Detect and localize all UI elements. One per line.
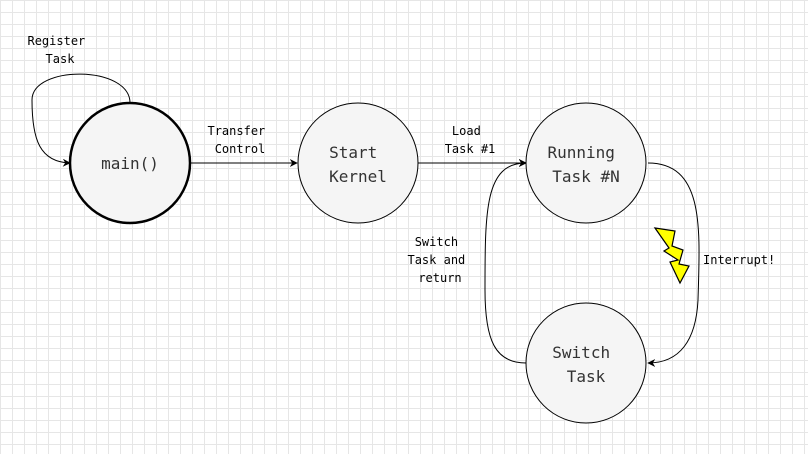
svg-text:Switch Task: Switch Task [552, 343, 619, 386]
svg-text:main(): main() [101, 154, 159, 173]
register-task-label-line1: Register [27, 34, 85, 48]
node-main[interactable]: main() [68, 101, 192, 225]
switch-return-edge [484, 159, 527, 364]
node-switch-task[interactable]: Switch Task [525, 302, 647, 424]
load-task-label-line1: Load [452, 124, 481, 138]
interrupt-label: Interrupt! [703, 253, 775, 267]
switch-return-label: Switch Task and return [407, 235, 472, 285]
switch-return-label-line1: Switch [415, 235, 458, 249]
interrupt-edge [647, 162, 700, 367]
transfer-control-label-line2: Control [215, 142, 266, 156]
switch-return-label-line2: Task and [407, 253, 465, 267]
register-task-label-line2: Task [46, 52, 76, 66]
svg-text:Running Task #N: Running Task #N [547, 143, 624, 186]
node-running-task-label-line2: Task #N [552, 167, 619, 186]
node-switch-task-circle [525, 302, 647, 424]
lightning-bolt-icon [653, 227, 690, 285]
node-start-kernel-circle [297, 102, 419, 224]
register-task-loop-edge [31, 73, 131, 167]
node-start-kernel[interactable]: Start Kernel [297, 102, 419, 224]
node-start-kernel-label-line2: Kernel [329, 167, 387, 186]
transfer-control-label: Transfer Control [207, 124, 272, 156]
register-task-label: Register Task [27, 34, 92, 66]
node-switch-task-label-line2: Task [567, 367, 606, 386]
load-task-label: Load Task #1 [445, 124, 496, 156]
node-switch-task-label-line1: Switch [552, 343, 610, 362]
load-task-label-line2: Task #1 [445, 142, 496, 156]
interrupt-label-line1: Interrupt! [703, 253, 775, 267]
svg-text:Start Kernel: Start Kernel [329, 143, 387, 186]
node-main-circle [68, 101, 192, 225]
node-main-label: main() [101, 154, 159, 173]
switch-return-label-line3: return [418, 271, 461, 285]
node-running-task-circle [525, 102, 647, 224]
node-running-task-label-line1: Running [547, 143, 614, 162]
node-running-task[interactable]: Running Task #N [525, 102, 647, 224]
transfer-control-label-line1: Transfer [207, 124, 265, 138]
node-start-kernel-label-line1: Start [329, 143, 377, 162]
